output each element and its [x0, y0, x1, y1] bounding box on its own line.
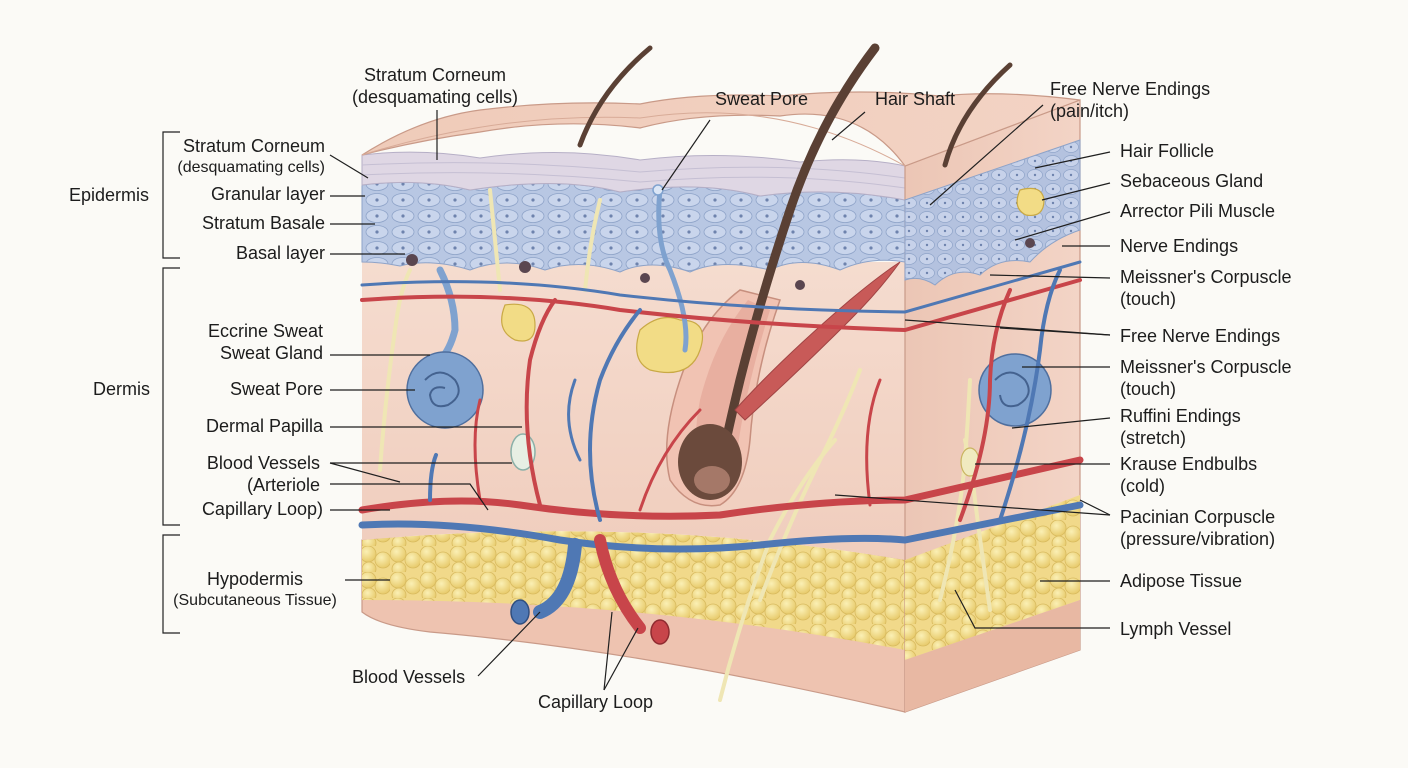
stratum-basale-label: Stratum Basale [201, 213, 325, 233]
meissner-corpuscle-1-label: Meissner's Corpuscle (touch) [1120, 267, 1292, 309]
blood-vessels-left-label: Blood Vessels [206, 453, 320, 473]
lymph-vessel-label: Lymph Vessel [1120, 619, 1232, 639]
top-stratum-corneum-label: Stratum Corneum (desquamating cells) [351, 65, 519, 107]
sweat-pore-top-label: Sweat Pore [715, 89, 809, 109]
capillary-loop-bottom-label: Capillary Loop [538, 692, 654, 712]
basal-layer-label: Basal layer [235, 243, 325, 263]
sweat-pore-left-label: Sweat Pore [229, 379, 323, 399]
granular-layer-label: Granular layer [210, 184, 325, 204]
pacinian-corpuscle-label: Pacinian Corpuscle (pressure/vibration) [1120, 507, 1276, 549]
stratum-corneum-label: Stratum Corneum (desquamating cells) [177, 136, 325, 176]
capillary-loop-left-label: Capillary Loop) [201, 499, 323, 519]
meissner-corpuscle-2-label: Meissner's Corpuscle (touch) [1120, 357, 1292, 399]
free-nerve-endings-mid-label: Free Nerve Endings [1120, 326, 1281, 346]
hypodermis-label: Hypodermis (Subcutaneous Tissue) [173, 569, 337, 609]
free-nerve-endings-top-label: Free Nerve Endings (pain/itch) [1050, 79, 1211, 121]
hair-follicle-label: Hair Follicle [1120, 141, 1215, 161]
sebaceous-gland-label: Sebaceous Gland [1120, 171, 1264, 191]
arrector-pili-muscle-label: Arrector Pili Muscle [1120, 201, 1276, 221]
krause-endbulbs-label: Krause Endbulbs (cold) [1120, 454, 1258, 496]
ruffini-endings-label: Ruffini Endings (stretch) [1120, 406, 1241, 448]
eccrine-sweat-gland-label: Eccrine Sweat Sweat Gland [207, 321, 323, 363]
adipose-tissue-label: Adipose Tissue [1120, 571, 1243, 591]
dermal-papilla-label: Dermal Papilla [205, 416, 323, 436]
dermis-label: Dermis [93, 379, 150, 399]
nerve-endings-label: Nerve Endings [1120, 236, 1239, 256]
blood-vessels-bottom-label: Blood Vessels [352, 667, 466, 687]
arteriole-label: (Arteriole [246, 475, 320, 495]
epidermis-label: Epidermis [69, 185, 150, 205]
hair-shaft-label: Hair Shaft [875, 89, 956, 109]
